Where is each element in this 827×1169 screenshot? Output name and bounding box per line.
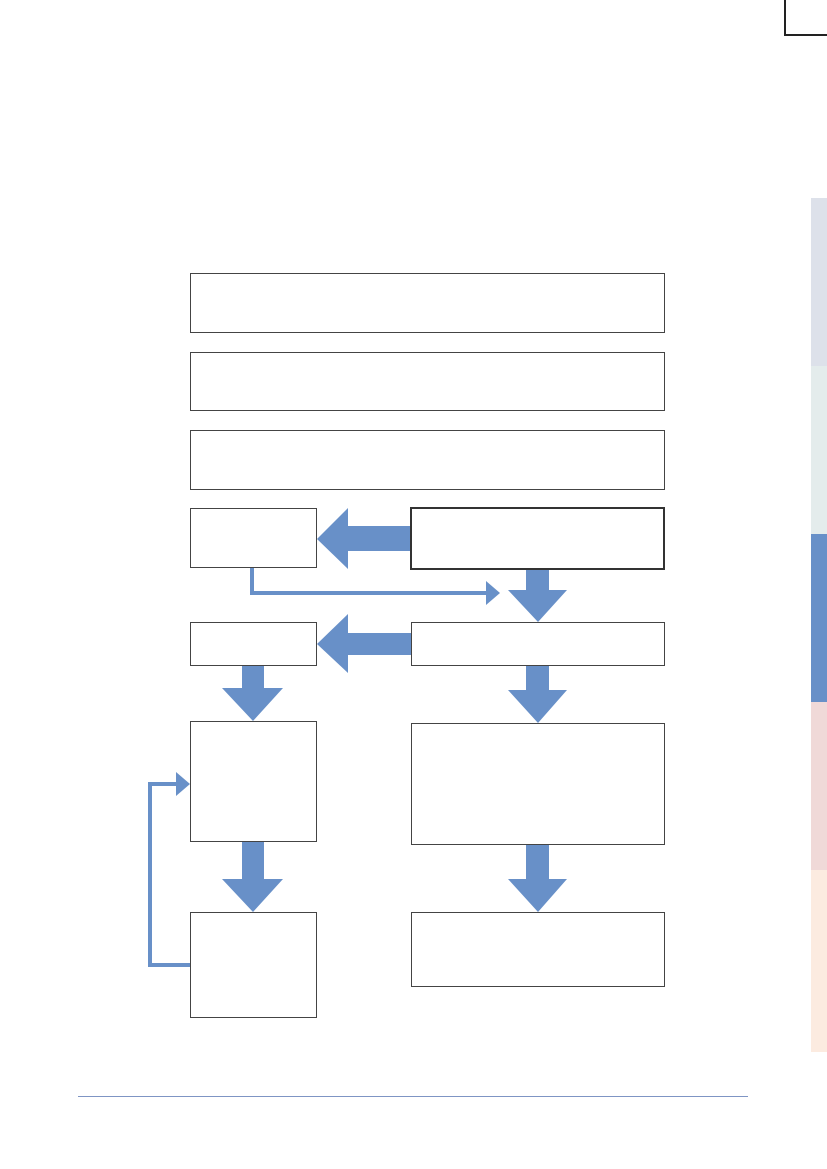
flow-box-step-2 [190, 352, 665, 411]
arrow-down-left-1 [222, 666, 283, 721]
loop-back-connector [148, 782, 190, 967]
section-tab-3-active[interactable] [811, 534, 827, 702]
flow-box-left-branch-1 [190, 508, 317, 568]
section-tab-2[interactable] [811, 366, 827, 534]
flow-box-right-outcome [411, 912, 665, 987]
arrow-left-2 [317, 614, 411, 673]
section-tab-1[interactable] [811, 198, 827, 366]
arrow-left-1 [317, 508, 410, 569]
flow-box-step-3 [190, 430, 665, 490]
section-tab-5[interactable] [811, 870, 827, 1052]
arrow-down-left-2 [222, 842, 283, 912]
flow-box-right-process [411, 723, 665, 845]
flow-box-left-process [190, 721, 317, 842]
arrow-down-right-3 [508, 845, 567, 912]
connector-left-branch-to-right [250, 568, 488, 595]
flow-box-decision-2 [411, 622, 665, 666]
arrow-down-right-2 [508, 666, 567, 723]
flow-box-left-branch-2 [190, 622, 317, 666]
connector-arrowhead-right [486, 581, 500, 605]
crop-mark-horizontal [784, 34, 827, 36]
flow-box-left-review [190, 912, 317, 1018]
loop-back-arrowhead [176, 772, 190, 796]
flow-box-step-1 [190, 273, 665, 333]
section-tab-4[interactable] [811, 702, 827, 870]
crop-mark-vertical [784, 0, 786, 34]
footer-rule [78, 1096, 748, 1097]
flow-box-decision-1 [410, 507, 665, 570]
arrow-down-right-1 [508, 570, 567, 622]
